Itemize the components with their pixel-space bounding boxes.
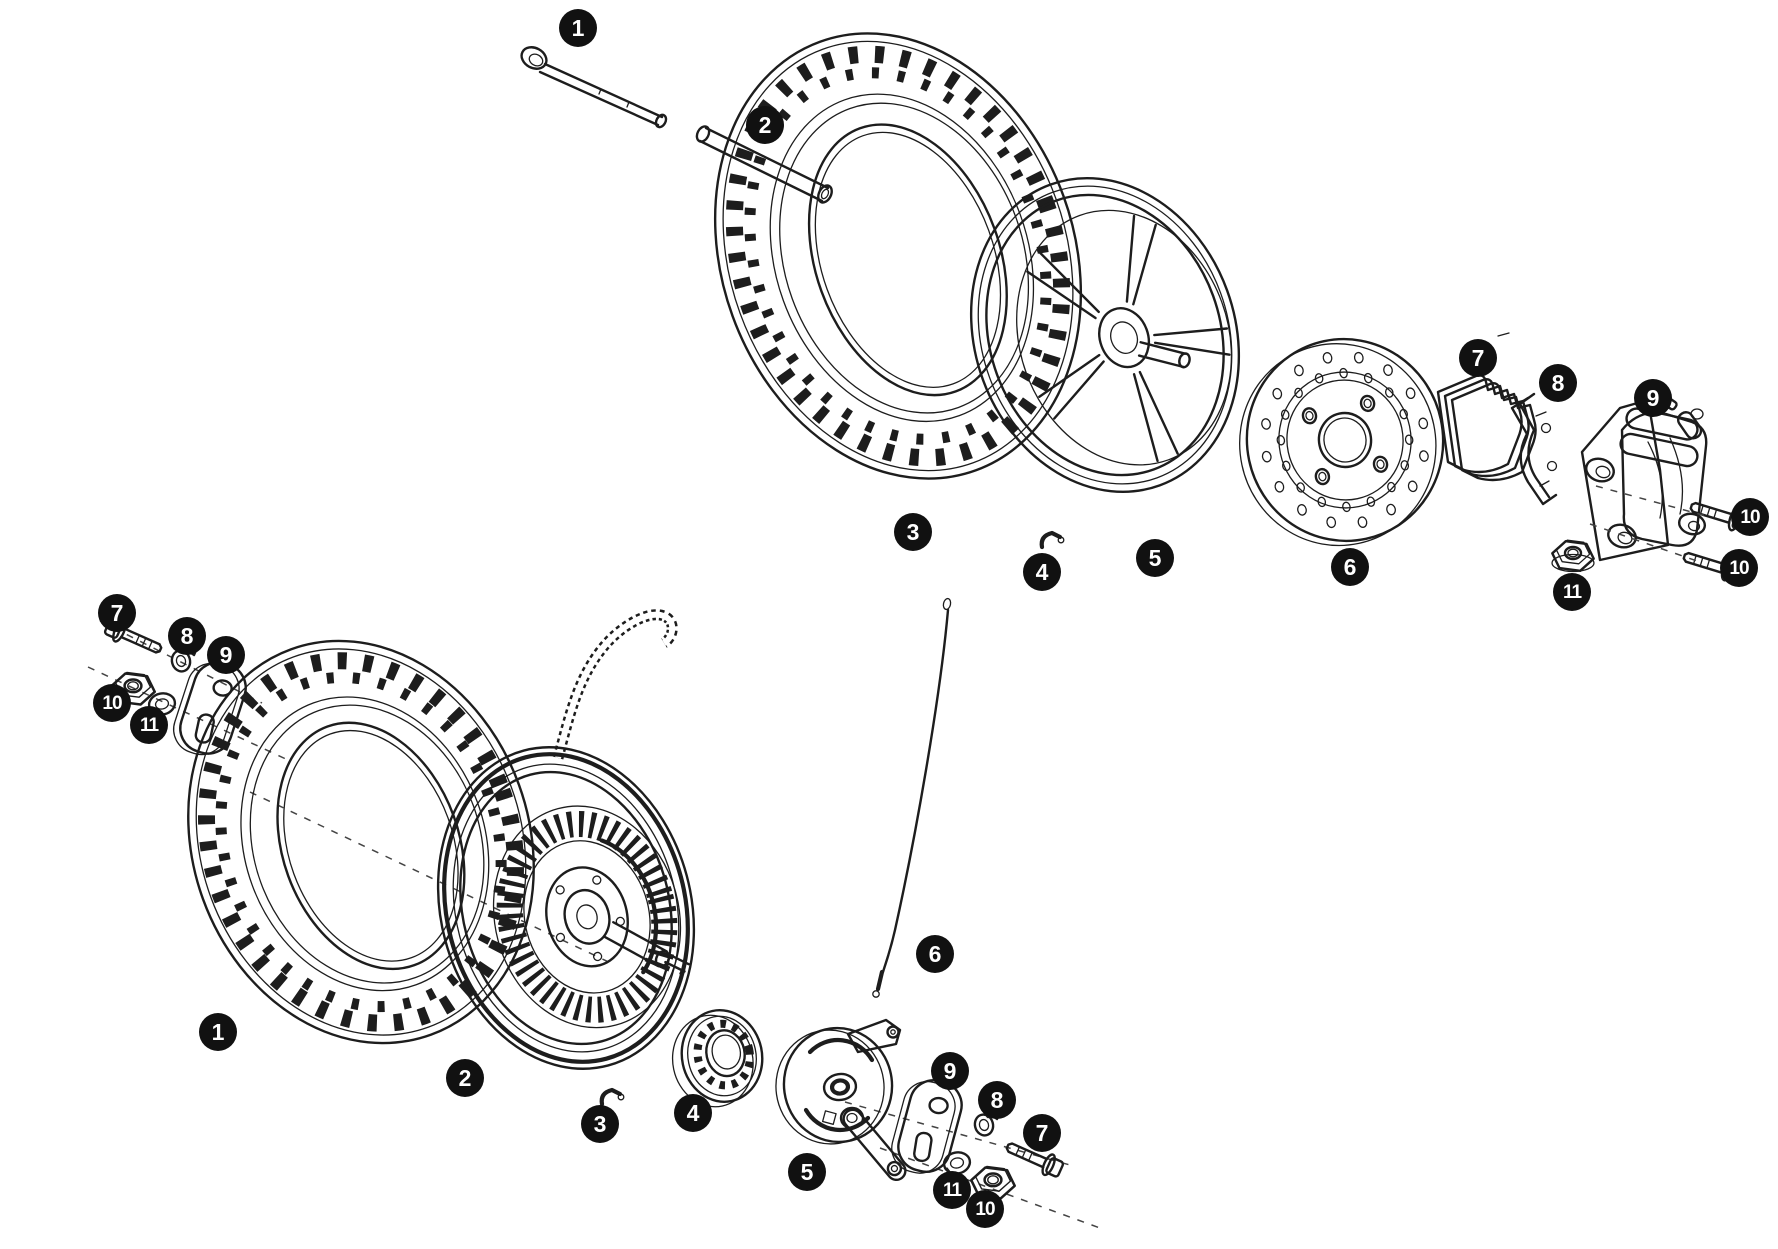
front-assembly-dashed-lines [1497,332,1711,563]
rear-bracket-bolt-right-drawing [1001,1135,1067,1182]
rear-bearing-ring-drawing [671,1009,764,1108]
rear-tab-washer-left-drawing [168,645,199,675]
rear-bracket-plate-right-drawing [885,1072,969,1182]
rear-motor-power-cable-drawing [552,609,678,760]
rear-tab-washer-right-drawing [971,1109,1002,1139]
rear-axle-nut-right-drawing [970,1165,1016,1200]
front-axle-spacer-drawing [695,125,833,204]
front-flange-nut-drawing [1551,539,1595,573]
rear-valve-stem-drawing [602,1090,624,1104]
rear-drum-brake-drawing [775,1018,907,1182]
rear-brake-cable-drawing [872,597,952,998]
rear-hub-motor-wheel-drawing [436,746,696,1070]
rear-bracket-bolt-left-drawing [101,614,167,661]
rear-tire-drawing [187,639,535,1045]
front-caliper-bolt-lower-drawing [1679,544,1745,586]
front-tire-drawing [713,32,1083,480]
rear-spring-washer-right-drawing [940,1148,974,1178]
rear-assembly-dashed-lines [87,620,1101,1229]
front-rim-drawing [969,177,1241,493]
front-brake-disc-drawing [1239,337,1445,547]
front-brake-caliper-drawing [1580,394,1708,562]
front-axle-drawing [520,46,668,129]
front-pad-spring-drawing [1510,392,1558,506]
front-valve-stem-drawing [1042,533,1064,547]
